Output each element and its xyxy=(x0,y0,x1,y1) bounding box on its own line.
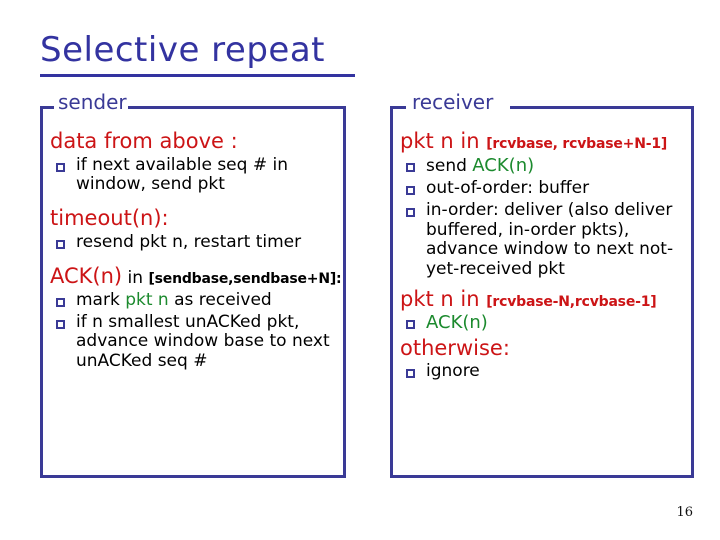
sender-bullet-mark-received: mark pkt n as received xyxy=(76,289,338,310)
receiver-bullet-ack: ACK(n) xyxy=(426,313,686,334)
receiver-heading-pkt-below-window-range: [rcvbase-N,rcvbase-1] xyxy=(486,293,657,310)
list-item: mark pkt n as received xyxy=(50,289,338,310)
receiver-panel: receiver pkt n in [rcvbase, rcvbase+N-1]… xyxy=(390,92,694,478)
sender-panel-body: data from above : if next available seq … xyxy=(40,106,346,478)
sender-bullet-resend: resend pkt n, restart timer xyxy=(76,231,302,252)
square-bullet-icon xyxy=(56,239,65,249)
receiver-bullet-send-pre: send xyxy=(426,155,473,176)
square-bullet-icon xyxy=(406,186,415,196)
receiver-bullet-ack-label: ACK(n) xyxy=(426,312,488,334)
sender-heading-ack-range: [sendbase,sendbase+N]: xyxy=(148,271,342,288)
square-bullet-icon xyxy=(406,208,415,218)
receiver-bullet-send-ack-label: ACK(n) xyxy=(472,154,535,176)
receiver-heading-pkt-below-window: pkt n in [rcvbase-N,rcvbase-1] xyxy=(400,286,686,312)
receiver-bullet-in-order: in-order: deliver (also deliver buffered… xyxy=(426,200,674,279)
sender-legend-notch xyxy=(54,102,128,111)
list-item: out-of-order: buffer xyxy=(400,178,686,199)
square-bullet-icon xyxy=(406,320,415,330)
sender-panel-legend: sender xyxy=(58,90,127,114)
list-item: ACK(n) xyxy=(400,313,686,334)
sender-panel-border xyxy=(40,106,346,478)
sender-heading-timeout: timeout(n): xyxy=(50,206,169,231)
list-item: if n smallest unACKed pkt, advance windo… xyxy=(50,312,338,371)
list-item: in-order: deliver (also deliver buffered… xyxy=(400,201,686,279)
list-item: send ACK(n) xyxy=(400,154,686,177)
square-bullet-icon xyxy=(406,162,415,172)
receiver-legend-notch xyxy=(406,102,510,111)
receiver-heading-pkt-in-window-main: pkt n in xyxy=(400,129,487,153)
sender-heading-ack: ACK(n) in [sendbase,sendbase+N]: xyxy=(50,264,342,289)
sender-panel: sender data from above : if next availab… xyxy=(40,92,346,478)
receiver-panel-border xyxy=(390,106,694,478)
square-bullet-icon xyxy=(56,297,65,307)
square-bullet-icon xyxy=(56,320,65,330)
sender-bullet-if-next-available: if next available seq # in window, send … xyxy=(76,154,288,194)
receiver-panel-legend: receiver xyxy=(412,90,494,114)
receiver-heading-pkt-below-window-main: pkt n in xyxy=(400,286,487,311)
list-item: resend pkt n, restart timer xyxy=(50,231,338,252)
list-item: ignore xyxy=(400,362,686,381)
receiver-panel-body: pkt n in [rcvbase, rcvbase+N-1] send ACK… xyxy=(390,106,694,478)
receiver-heading-pkt-in-window-range: [rcvbase, rcvbase+N-1] xyxy=(486,136,668,152)
receiver-bullet-ignore: ignore xyxy=(426,361,480,382)
page-number: 16 xyxy=(676,505,693,520)
receiver-heading-otherwise: otherwise: xyxy=(400,335,510,360)
square-bullet-icon xyxy=(406,369,415,379)
receiver-heading-pkt-in-window: pkt n in [rcvbase, rcvbase+N-1] xyxy=(400,129,686,154)
page-title: Selective repeat xyxy=(40,30,325,70)
sender-heading-ack-in: in xyxy=(122,268,149,289)
title-underline xyxy=(40,74,355,77)
sender-heading-data-from-above: data from above : xyxy=(50,129,238,153)
square-bullet-icon xyxy=(56,162,65,172)
sender-bullet-if-smallest: if n smallest unACKed pkt, advance windo… xyxy=(76,312,330,371)
sender-bullet-mark-pre: mark xyxy=(76,289,126,310)
receiver-bullet-send-ack: send ACK(n) xyxy=(426,154,686,177)
sender-bullet-mark-post: as received xyxy=(168,289,272,310)
receiver-bullet-out-of-order: out-of-order: buffer xyxy=(426,178,590,199)
sender-heading-ack-main: ACK(n) xyxy=(50,264,123,289)
list-item: if next available seq # in window, send … xyxy=(50,154,338,195)
sender-bullet-mark-pkt: pkt n xyxy=(125,289,169,310)
